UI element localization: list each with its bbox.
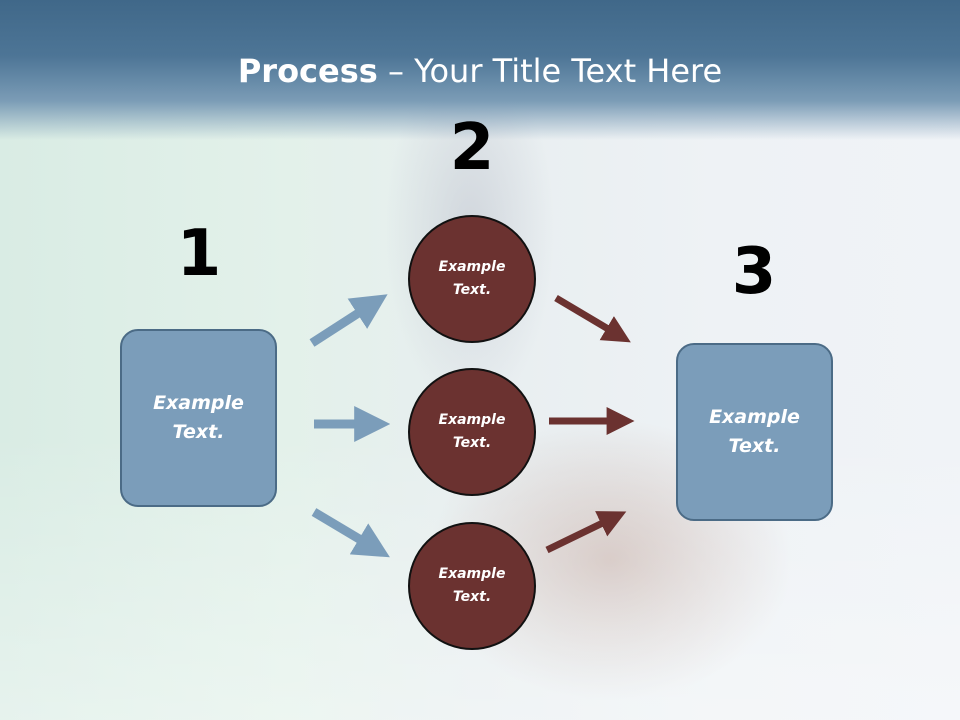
arrow-1-to-top [309, 294, 388, 347]
step-number-2: 2 [449, 111, 495, 185]
step-number-1: 1 [176, 217, 222, 291]
step-2-circle-top: Example Text. [408, 215, 536, 343]
step-2-circle-middle: Example Text. [408, 368, 536, 496]
title-bar [0, 0, 960, 140]
step-2-circle-bottom: Example Text. [408, 522, 536, 650]
title-bold: Process [237, 52, 378, 90]
step-3-text: Example Text. [709, 406, 800, 457]
circle-bottom-text: Example Text. [438, 566, 506, 605]
arrow-top-to-3 [554, 294, 631, 343]
slide-title: Process – Your Title Text Here [0, 52, 960, 90]
circle-top-text: Example Text. [438, 259, 506, 298]
arrow-1-to-bottom [311, 508, 390, 558]
arrow-bottom-to-3 [545, 511, 627, 554]
step-1-text: Example Text. [153, 392, 244, 443]
step-3-box: Example Text. [676, 343, 833, 521]
step-1-box: Example Text. [120, 329, 277, 507]
circle-middle-text: Example Text. [438, 412, 506, 451]
step-number-3: 3 [731, 235, 777, 309]
title-rest: – Your Title Text Here [377, 52, 723, 90]
